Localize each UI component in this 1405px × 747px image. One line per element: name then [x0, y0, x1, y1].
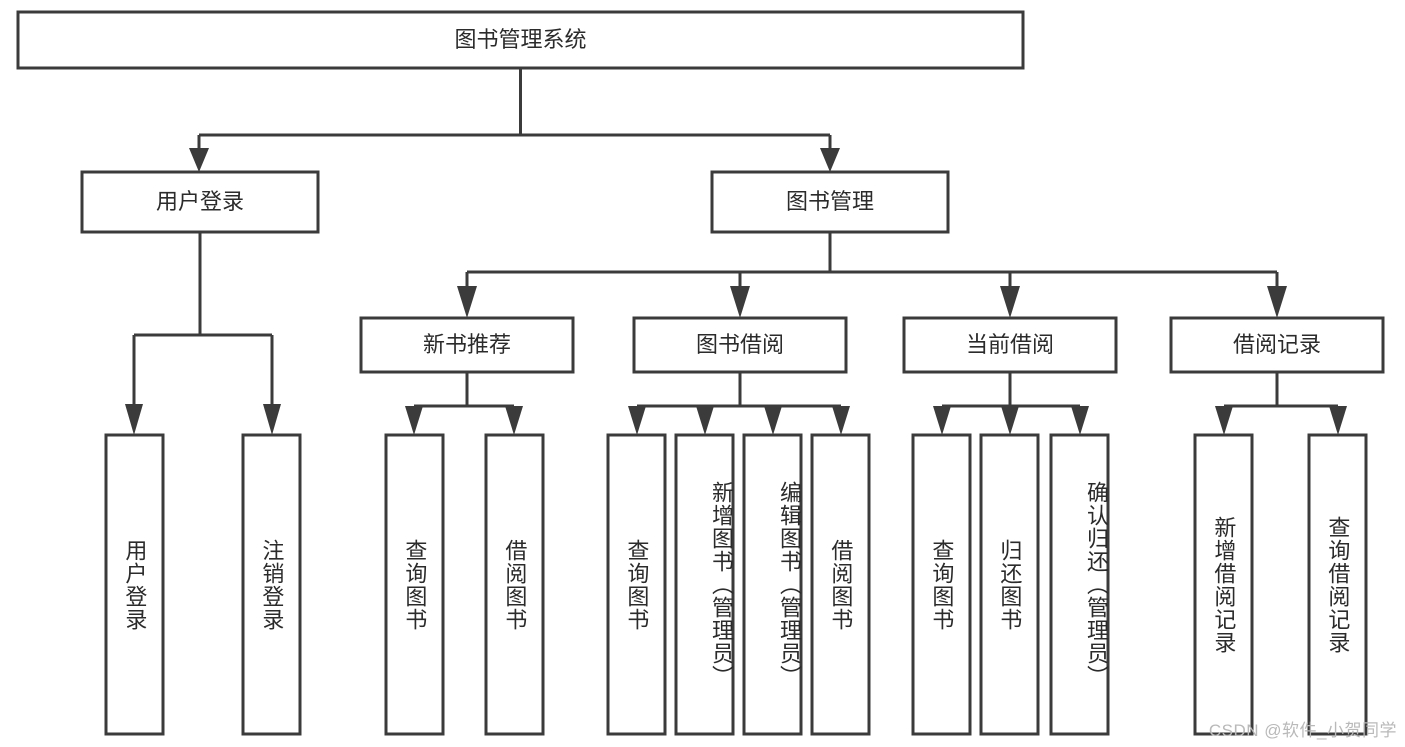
node-book-borrow-label: 图书借阅: [696, 332, 784, 357]
node-current-borrow-label: 当前借阅: [966, 332, 1054, 357]
leaf-box-nbr-borrow-book[interactable]: [484, 433, 545, 736]
arrow-current-leaf1: [933, 406, 951, 435]
arrow-borrow-leaf3: [764, 406, 782, 435]
arrow-bookmgmt-to-newbook: [457, 286, 477, 318]
leaf-box-bb-borrow-book[interactable]: [810, 433, 871, 736]
leaf-box-cb-confirm-return[interactable]: [1049, 433, 1110, 736]
node-new-book-recommend-box[interactable]: [359, 316, 575, 374]
arrow-record-leaf1: [1215, 406, 1233, 435]
csdn-watermark: CSDN @软件_小贺同学: [1208, 721, 1397, 740]
leaf-box-cb-query-book[interactable]: [911, 433, 972, 736]
node-current-borrow-box[interactable]: [902, 316, 1118, 374]
leaf-box-bb-add-book[interactable]: [674, 433, 735, 736]
node-new-book-recommend-label: 新书推荐: [423, 332, 511, 357]
leaf-box-user-login[interactable]: [104, 433, 165, 736]
arrow-root-to-bookmgmt: [820, 148, 840, 172]
leaf-box-cb-return-book[interactable]: [979, 433, 1040, 736]
arrow-bookmgmt-to-record: [1267, 286, 1287, 318]
arrow-root-to-userlogin: [189, 148, 209, 172]
arrow-record-leaf2: [1329, 406, 1347, 435]
leaf-box-br-add-record[interactable]: [1193, 433, 1254, 736]
arrow-userlogin-leaf1: [125, 404, 143, 435]
leaf-box-bb-edit-book[interactable]: [742, 433, 803, 736]
arrow-bookmgmt-to-current: [1000, 286, 1020, 318]
leaf-box-bb-query-book[interactable]: [606, 433, 667, 736]
node-book-management-label: 图书管理: [786, 189, 874, 214]
arrow-newbook-leaf1: [405, 406, 423, 435]
node-borrow-record-box[interactable]: [1169, 316, 1385, 374]
arrow-current-leaf3: [1071, 406, 1089, 435]
leaf-box-logout-login[interactable]: [241, 433, 302, 736]
node-root-label: 图书管理系统: [454, 27, 586, 52]
arrow-borrow-leaf1: [628, 406, 646, 435]
arrow-newbook-leaf2: [505, 406, 523, 435]
node-root-box[interactable]: [16, 10, 1025, 70]
arrow-bookmgmt-to-borrow: [730, 286, 750, 318]
leaf-box-br-query-record[interactable]: [1307, 433, 1368, 736]
node-user-login-label: 用户登录: [156, 189, 244, 214]
arrow-borrow-leaf4: [832, 406, 850, 435]
node-book-borrow-box[interactable]: [632, 316, 848, 374]
arrow-current-leaf2: [1001, 406, 1019, 435]
leaf-box-nbr-query-book[interactable]: [384, 433, 445, 736]
arrow-borrow-leaf2: [696, 406, 714, 435]
node-borrow-record-label: 借阅记录: [1233, 332, 1321, 357]
arrow-userlogin-leaf2: [263, 404, 281, 435]
node-book-management-box[interactable]: [710, 170, 950, 234]
